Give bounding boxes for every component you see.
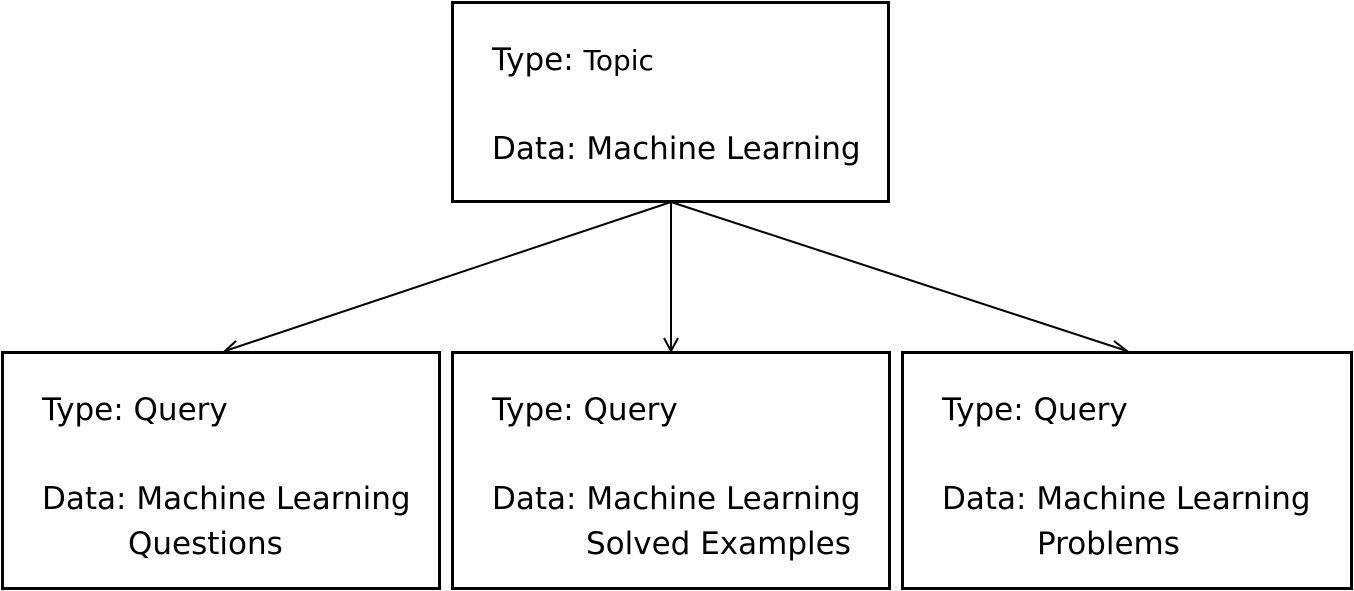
node-query-questions: Type: Query Data: Machine Learning Quest…	[1, 351, 441, 590]
type-label: Type:	[492, 42, 574, 78]
node-query-problems: Type: Query Data: Machine Learning Probl…	[901, 351, 1353, 590]
type-label: Type:	[492, 392, 574, 428]
node-query-data-line-2: Questions	[128, 526, 283, 562]
node-topic-data-line: Data: Machine Learning	[492, 131, 861, 167]
data-value: Machine Learning	[586, 481, 861, 517]
node-query-type-line: Type: Query	[942, 392, 1128, 428]
type-value: Query	[1033, 392, 1128, 428]
type-value: Query	[583, 392, 678, 428]
data-value: Machine Learning	[136, 481, 411, 517]
node-query-data-line-2: Problems	[1037, 526, 1180, 562]
type-label: Type:	[42, 392, 124, 428]
type-label: Type:	[942, 392, 1024, 428]
node-query-data-line: Data: Machine Learning	[42, 481, 411, 517]
node-query-data-line-2: Solved Examples	[586, 526, 851, 562]
node-query-data-line: Data: Machine Learning	[492, 481, 861, 517]
node-query-solved-examples: Type: Query Data: Machine Learning Solve…	[451, 351, 891, 590]
data-label: Data:	[42, 481, 127, 517]
node-topic: Type: Topic Data: Machine Learning	[451, 1, 890, 203]
node-query-data-line: Data: Machine Learning	[942, 481, 1311, 517]
data-label: Data:	[942, 481, 1027, 517]
data-value-continued: Problems	[1037, 526, 1180, 562]
edge-root-to-child-3	[670, 201, 1128, 352]
data-value-continued: Solved Examples	[586, 526, 851, 562]
node-topic-type-line: Type: Topic	[492, 42, 654, 79]
edge-root-to-child-1	[224, 201, 672, 352]
data-label: Data:	[492, 131, 577, 167]
type-value: Query	[133, 392, 228, 428]
data-value: Machine Learning	[586, 131, 861, 167]
node-query-type-line: Type: Query	[42, 392, 228, 428]
data-value: Machine Learning	[1036, 481, 1311, 517]
data-value-continued: Questions	[128, 526, 283, 562]
type-value: Topic	[583, 44, 654, 77]
node-query-type-line: Type: Query	[492, 392, 678, 428]
data-label: Data:	[492, 481, 577, 517]
